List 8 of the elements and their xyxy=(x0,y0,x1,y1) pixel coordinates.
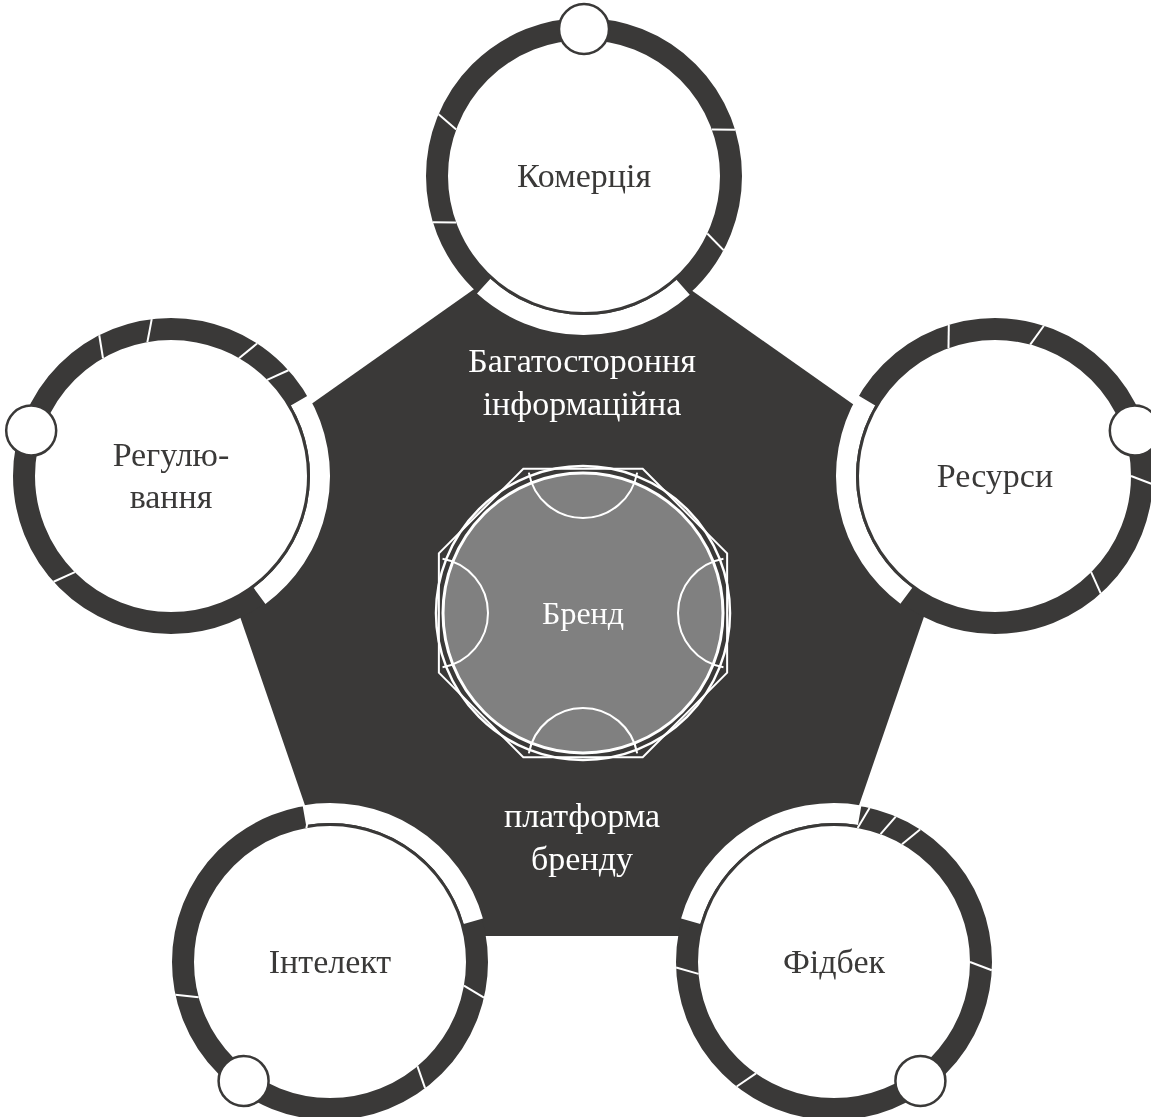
node-label: Інтелект xyxy=(267,941,393,982)
node-label: Регулю- вання xyxy=(111,434,231,517)
platform-label: Багатостороння інформаційна xyxy=(467,341,697,424)
node-label: Фідбек xyxy=(781,941,887,982)
node-label: Ресурси xyxy=(935,455,1055,496)
platform-label: платформа бренду xyxy=(502,796,662,879)
node-label: Бренд xyxy=(541,594,625,633)
node-label: Комерція xyxy=(515,155,653,196)
